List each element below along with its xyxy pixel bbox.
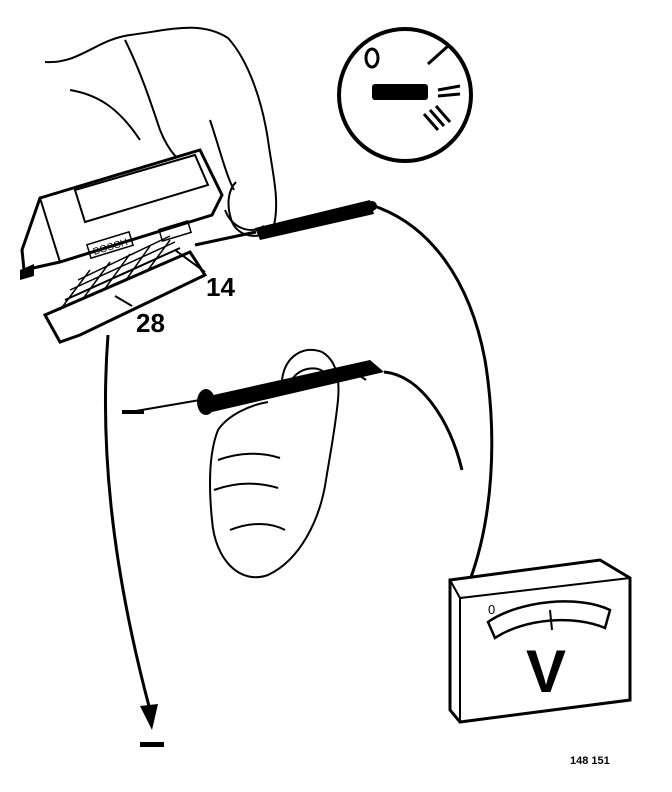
dial-key-bar: [372, 84, 428, 100]
callout-label-14: 14: [206, 272, 235, 302]
test-probe-icon: [194, 200, 377, 247]
handheld-probe-icon: [122, 360, 464, 471]
figure-number: 148 151: [570, 755, 610, 767]
callout-line-14: [174, 249, 206, 273]
ecu-connector: BOSCH: [20, 148, 224, 344]
ground-symbol-icon: [140, 742, 164, 747]
callout-line-28: [114, 295, 133, 307]
callout-label-28: 28: [136, 308, 165, 338]
meter-scale-arc: [486, 600, 612, 640]
dial-zero-mark: [364, 47, 380, 69]
meter-needle: [549, 609, 553, 631]
test-lead-ground: [103, 334, 152, 711]
ground-arrow-icon: [140, 704, 158, 730]
meter-zero-mark: 0: [488, 602, 495, 617]
switch-dial: [337, 27, 473, 163]
test-lead-positive: [373, 204, 494, 581]
voltmeter: 0 V: [448, 558, 632, 724]
meter-unit-label: V: [526, 638, 566, 705]
